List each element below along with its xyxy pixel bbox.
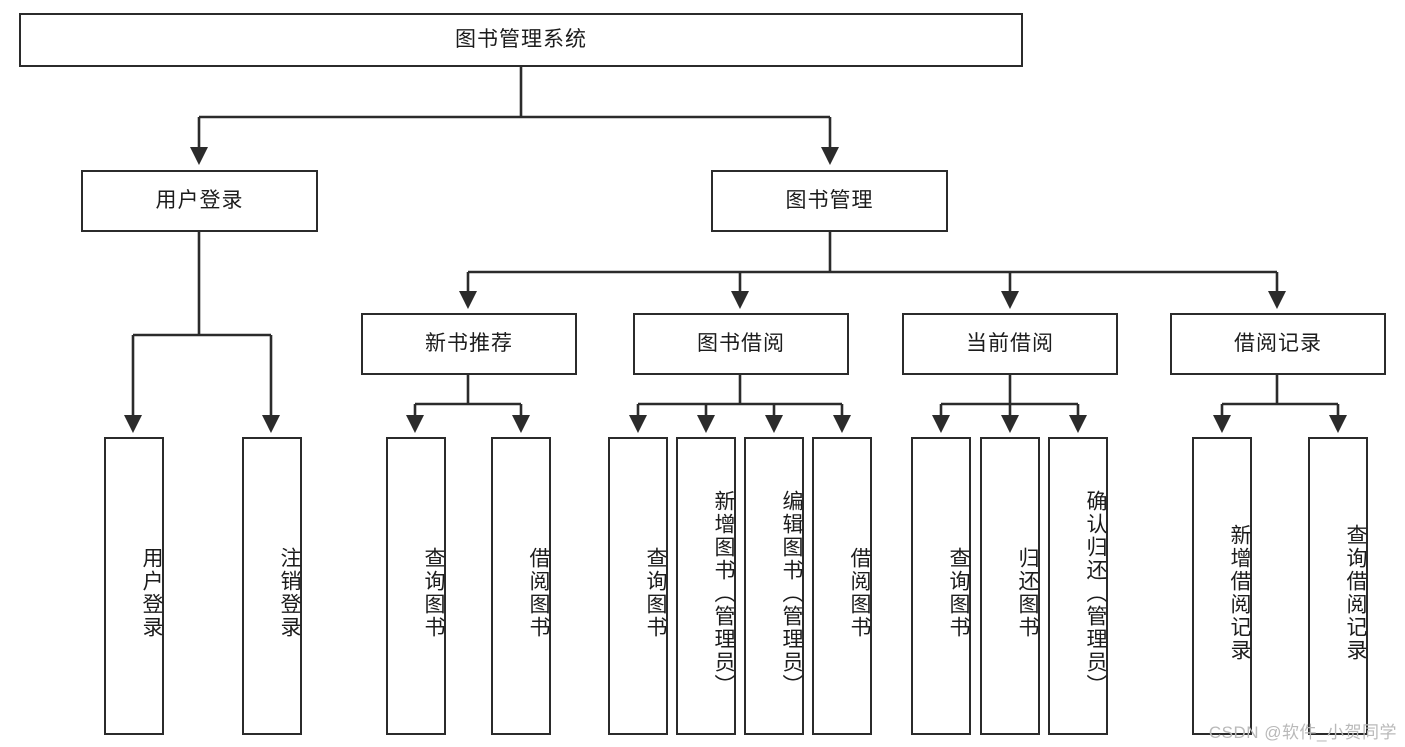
node-borrow-records-label: 借阅记录 <box>1234 332 1322 356</box>
leaf-current-confirm-return-label: 确认归还（管理员） <box>1084 489 1107 697</box>
leaf-current-search-book[interactable]: 查询图书 <box>911 437 971 735</box>
node-book-management[interactable]: 图书管理 <box>711 170 948 232</box>
leaf-new-book-borrow-label: 借阅图书 <box>527 547 550 639</box>
node-current-borrow-label: 当前借阅 <box>966 332 1054 356</box>
leaf-borrow-add-book-label: 新增图书（管理员） <box>712 489 735 697</box>
leaf-records-add-record-label: 新增借阅记录 <box>1228 524 1251 662</box>
leaf-borrow-search-book-label: 查询图书 <box>644 547 667 639</box>
leaf-borrow-search-book[interactable]: 查询图书 <box>608 437 668 735</box>
leaf-new-book-search[interactable]: 查询图书 <box>386 437 446 735</box>
leaf-current-search-book-label: 查询图书 <box>947 547 970 639</box>
node-book-management-label: 图书管理 <box>785 189 874 213</box>
leaf-new-book-borrow[interactable]: 借阅图书 <box>491 437 551 735</box>
leaf-borrow-add-book[interactable]: 新增图书（管理员） <box>676 437 736 735</box>
leaf-borrow-borrow-book[interactable]: 借阅图书 <box>812 437 872 735</box>
node-user-login[interactable]: 用户登录 <box>81 170 318 232</box>
leaf-records-search-record-label: 查询借阅记录 <box>1344 524 1367 662</box>
leaf-user-login-signin[interactable]: 用户登录 <box>104 437 164 735</box>
leaf-current-confirm-return[interactable]: 确认归还（管理员） <box>1048 437 1108 735</box>
leaf-borrow-edit-book-label: 编辑图书（管理员） <box>780 489 803 697</box>
node-root-label: 图书管理系统 <box>455 28 587 52</box>
node-user-login-label: 用户登录 <box>155 189 244 213</box>
node-borrow-records[interactable]: 借阅记录 <box>1170 313 1386 375</box>
node-book-borrow-label: 图书借阅 <box>697 332 785 356</box>
leaf-borrow-borrow-book-label: 借阅图书 <box>848 547 871 639</box>
leaf-records-search-record[interactable]: 查询借阅记录 <box>1308 437 1368 735</box>
leaf-records-add-record[interactable]: 新增借阅记录 <box>1192 437 1252 735</box>
leaf-borrow-edit-book[interactable]: 编辑图书（管理员） <box>744 437 804 735</box>
node-new-book-recommend-label: 新书推荐 <box>425 332 513 356</box>
leaf-user-login-signin-label: 用户登录 <box>140 547 163 639</box>
node-root[interactable]: 图书管理系统 <box>19 13 1023 67</box>
node-book-borrow[interactable]: 图书借阅 <box>633 313 849 375</box>
csdn-watermark: CSDN @软件_小贺同学 <box>1208 723 1397 742</box>
leaf-current-return-book[interactable]: 归还图书 <box>980 437 1040 735</box>
leaf-current-return-book-label: 归还图书 <box>1016 547 1039 639</box>
node-current-borrow[interactable]: 当前借阅 <box>902 313 1118 375</box>
node-new-book-recommend[interactable]: 新书推荐 <box>361 313 577 375</box>
leaf-new-book-search-label: 查询图书 <box>422 547 445 639</box>
leaf-user-login-signout-label: 注销登录 <box>278 547 301 639</box>
leaf-user-login-signout[interactable]: 注销登录 <box>242 437 302 735</box>
